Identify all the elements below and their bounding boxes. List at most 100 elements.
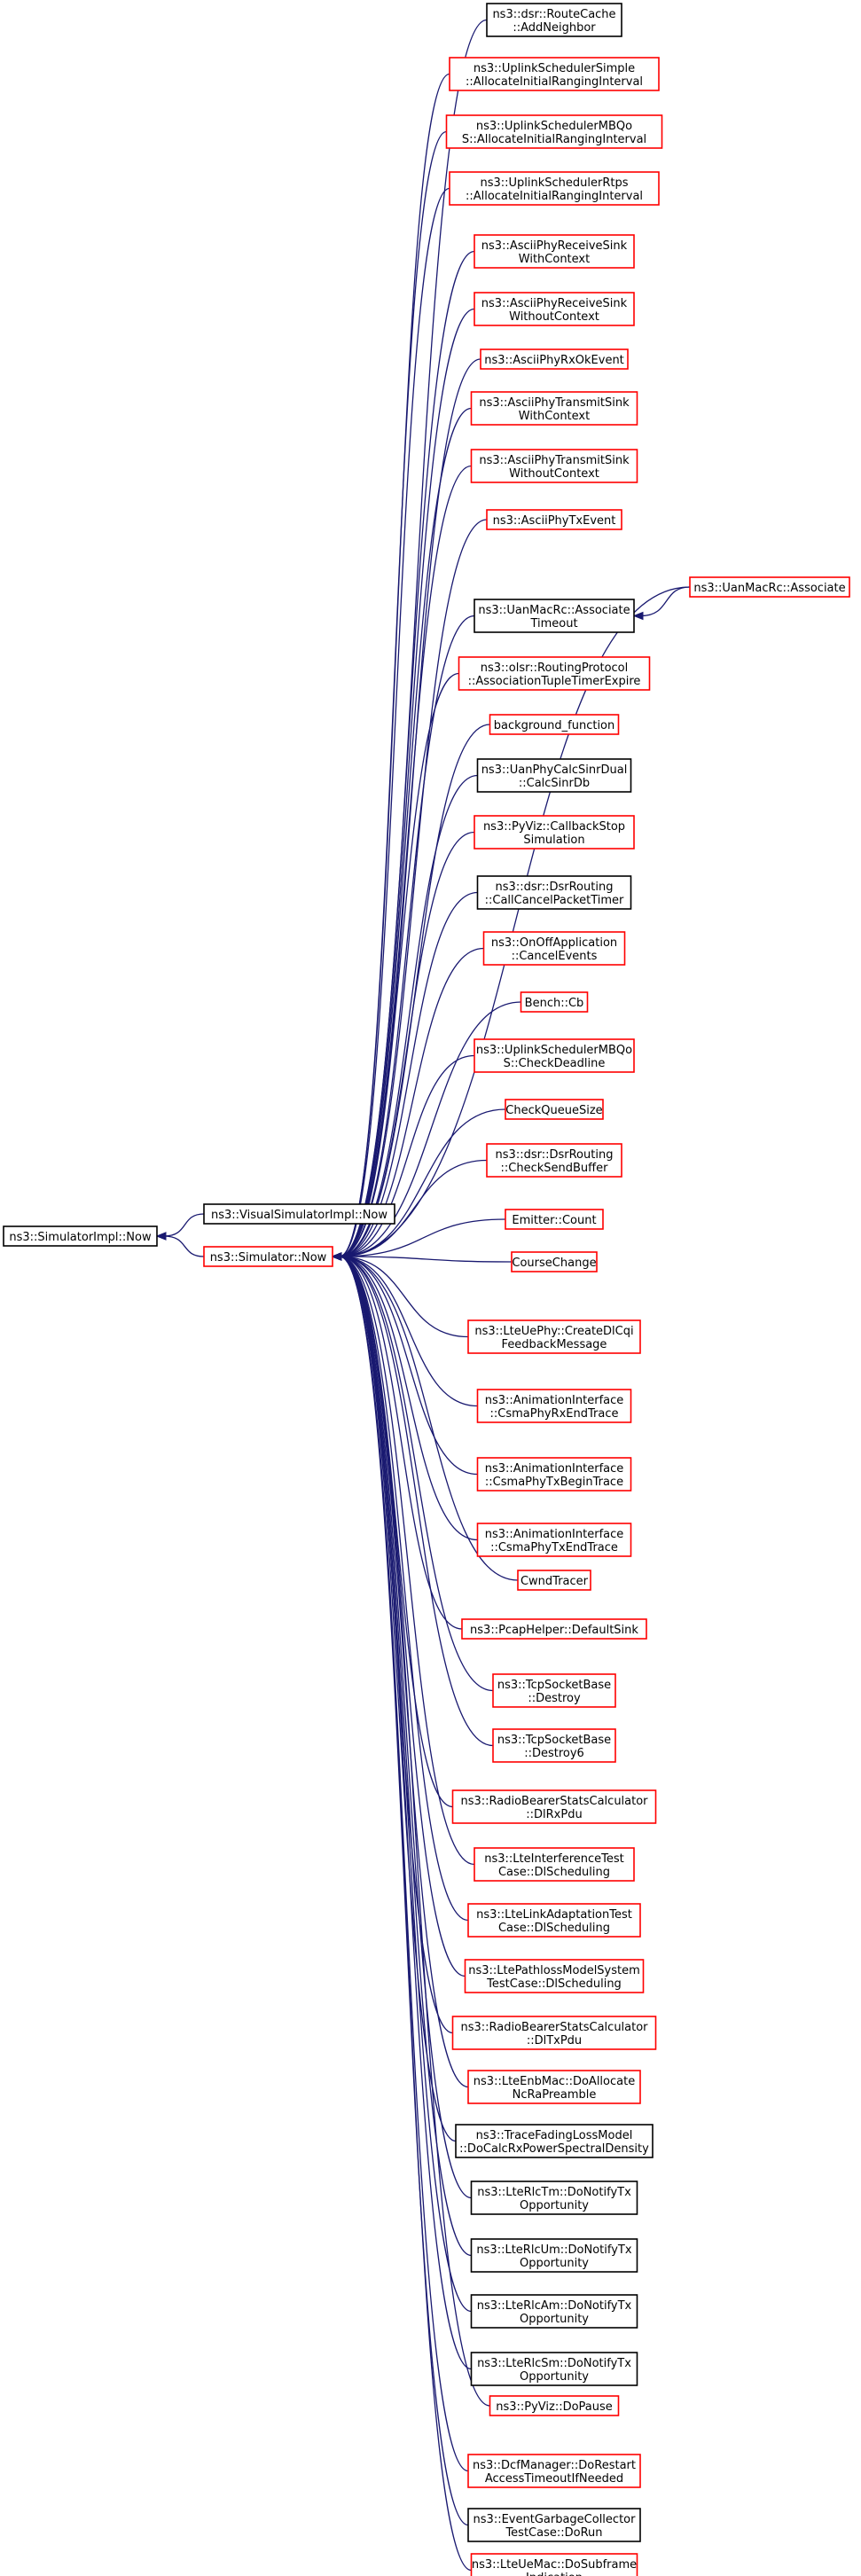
caller-node-n22[interactable]: CourseChange [511,1251,598,1272]
caller-node-n13[interactable]: ns3::UanPhyCalcSinrDual::CalcSinrDb [476,758,632,793]
node-label: ns3::AsciiPhyReceiveSink [481,239,628,253]
caller-node-n43[interactable]: ns3::DcfManager::DoRestartAccessTimeoutI… [467,2454,641,2488]
caller-node-n11[interactable]: ns3::olsr::RoutingProtocol::AssociationT… [458,656,651,691]
caller-node-n2[interactable]: ns3::UplinkSchedulerMBQoS::AllocateIniti… [445,114,663,149]
node-label: WithContext [519,253,590,266]
node-label: ns3::OnOffApplication [491,936,617,950]
caller-node-n20[interactable]: ns3::dsr::DsrRouting::CheckSendBuffer [486,1143,622,1178]
caller-node-n17[interactable]: Bench::Cb [520,991,589,1013]
caller-node-n26[interactable]: ns3::AnimationInterface::CsmaPhyTxEndTra… [476,1523,632,1557]
edge-n16-to-sim-now [339,947,484,1257]
caller-node-n35[interactable]: ns3::RadioBearerStatsCalculator::DlTxPdu [451,2016,657,2050]
edge-n36-to-sim-now [339,1256,469,2088]
edge-n37-to-sim-now [339,1256,457,2142]
node-box [474,599,635,633]
node-label: ::CsmaPhyTxBeginTrace [485,1476,623,1489]
caller-node-n42[interactable]: ns3::PyViz::DoPause [489,2395,620,2416]
caller-node-n33[interactable]: ns3::LteLinkAdaptationTestCase::DlSchedu… [467,1903,641,1938]
node-label: AccessTimeoutIfNeeded [485,2472,623,2486]
node-label: ns3::UanMacRc::Associate [478,604,630,617]
edge-n23-to-sim-now [339,1256,469,1338]
caller-node-n28[interactable]: ns3::PcapHelper::DefaultSink [461,1618,647,1640]
node-box [470,2294,638,2329]
caller-node-n12[interactable]: background_function [489,714,620,735]
caller-node-n1[interactable]: ns3::UplinkSchedulerSimple::AllocateInit… [449,57,660,91]
caller-node-n9[interactable]: ns3::AsciiPhyTxEvent [486,509,622,530]
caller-node-n16[interactable]: ns3::OnOffApplication::CancelEvents [482,931,626,966]
caller-node-n34[interactable]: ns3::LtePathlossModelSystemTestCase::DlS… [464,1959,645,1993]
edge-associate-to-sim-now-arrowhead [331,1252,342,1261]
node-label: Timeout [529,617,577,630]
caller-node-n21[interactable]: Emitter::Count [505,1209,604,1230]
caller-node-n3[interactable]: ns3::UplinkSchedulerRtps::AllocateInitia… [449,171,660,206]
node-label: ns3::AnimationInterface [485,1394,624,1407]
callee-node-vsim_now[interactable]: ns3::VisualSimulatorImpl::Now [203,1203,395,1225]
caller-node-n32[interactable]: ns3::LteInterferenceTestCase::DlScheduli… [474,1847,635,1882]
caller-node-n44[interactable]: ns3::EventGarbageCollectorTestCase::DoRu… [467,2508,641,2542]
node-label: ::CsmaPhyTxEndTrace [490,1541,618,1554]
caller-node-n25[interactable]: ns3::AnimationInterface::CsmaPhyTxBeginT… [476,1457,632,1492]
caller-node-n30[interactable]: ns3::TcpSocketBase::Destroy6 [492,1728,616,1763]
node-label: ns3::RadioBearerStatsCalculator [460,1795,648,1808]
caller-node-n31[interactable]: ns3::RadioBearerStatsCalculator::DlRxPdu [451,1789,657,1824]
node-label: ns3::UplinkSchedulerSimple [474,62,635,75]
caller-node-n15[interactable]: ns3::dsr::DsrRouting::CallCancelPacketTi… [476,875,632,910]
root-node-root: ns3::SimulatorImpl::Now [3,1225,158,1247]
node-label: ns3::dsr::DsrRouting [496,881,614,894]
caller-node-n23[interactable]: ns3::LteUePhy::CreateDlCqiFeedbackMessag… [467,1319,641,1354]
edge-n38-to-sim-now [339,1256,472,2199]
caller-node-n19[interactable]: CheckQueueSize [505,1099,604,1120]
node-label: ns3::AnimationInterface [485,1462,624,1476]
callee-node-sim_now[interactable]: ns3::Simulator::Now [203,1246,333,1267]
node-label: ns3::AsciiPhyRxOkEvent [484,354,624,367]
edge-n4-to-sim-now [339,250,475,1257]
node-box [486,509,622,530]
node-label: ns3::UplinkSchedulerMBQo [476,1044,632,1057]
node-box [470,2352,638,2386]
node-label: ns3::LteUeMac::DoSubframe [472,2558,637,2572]
caller-node-n24[interactable]: ns3::AnimationInterface::CsmaPhyRxEndTra… [476,1389,632,1423]
caller-node-n29[interactable]: ns3::TcpSocketBase::Destroy [492,1673,616,1708]
node-label: ns3::LteEnbMac::DoAllocate [474,2075,635,2088]
edge-n9-to-sim-now [339,519,488,1257]
caller-node-n37[interactable]: ns3::TraceFadingLossModel::DoCalcRxPower… [455,2124,654,2158]
edge-n11-to-sim-now [339,672,459,1257]
node-label: ns3::AsciiPhyTxEvent [493,514,616,528]
node-box [449,57,660,91]
caller-node-n45[interactable]: ns3::LteUeMac::DoSubframeIndication [470,2553,638,2576]
node-box [203,1246,333,1267]
node-label: ns3::LteRlcAm::DoNotifyTx [477,2299,632,2313]
node-label: background_function [494,719,615,732]
caller-node-n0[interactable]: ns3::dsr::RouteCache::AddNeighbor [486,3,622,37]
edge-sim-to-root [163,1235,205,1257]
caller-node-uan_assoc[interactable]: ns3::UanMacRc::Associate [689,576,850,598]
node-label: ::DoCalcRxPowerSpectralDensity [459,2142,649,2156]
edge-n2-to-sim-now [339,130,447,1257]
edge-n28-to-sim-now [339,1256,463,1630]
node-box [482,931,626,966]
edge-n25-to-sim-now [339,1256,478,1476]
node-label: ns3::TraceFadingLossModel [476,2129,633,2142]
node-label: ns3::UplinkSchedulerRtps [480,176,628,190]
caller-node-n6[interactable]: ns3::AsciiPhyRxOkEvent [480,348,629,370]
caller-node-n27[interactable]: CwndTracer [517,1570,591,1591]
node-box [203,1203,395,1225]
node-label: Case::DlScheduling [498,1866,610,1879]
node-label: Opportunity [520,2257,589,2270]
node-label: Emitter::Count [512,1214,596,1227]
node-label: FeedbackMessage [502,1338,607,1351]
